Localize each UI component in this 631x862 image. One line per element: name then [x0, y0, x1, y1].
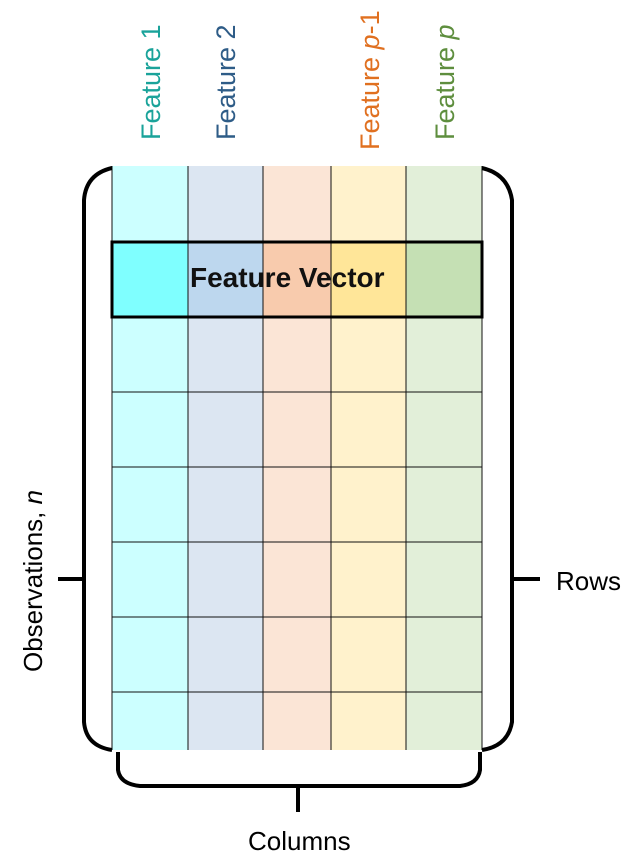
- bottom-bracket: [116, 752, 482, 788]
- columns-label: Columns: [248, 826, 351, 856]
- feature-vector-cell-2: [188, 242, 263, 317]
- observations-label: Observations, n: [18, 489, 48, 672]
- left-bracket: [82, 166, 113, 752]
- feature-2-label: Feature 2: [211, 24, 241, 140]
- feature-p-minus-1-label: Feature p-1: [355, 10, 385, 150]
- feature-vector-cell-1: [112, 242, 188, 317]
- feature-vector-cell-4: [331, 242, 406, 317]
- feature-vector-cell-3: [263, 242, 331, 317]
- rows-label: Rows: [556, 566, 622, 596]
- feature-vector-cell-5: [406, 242, 482, 317]
- feature-vector-outline: [110, 240, 484, 319]
- right-bracket: [481, 166, 514, 752]
- feature-vector-label: Feature Vector: [190, 262, 385, 293]
- feature-p-label: Feature p: [430, 24, 460, 140]
- feature-1-label: Feature 1: [136, 24, 166, 140]
